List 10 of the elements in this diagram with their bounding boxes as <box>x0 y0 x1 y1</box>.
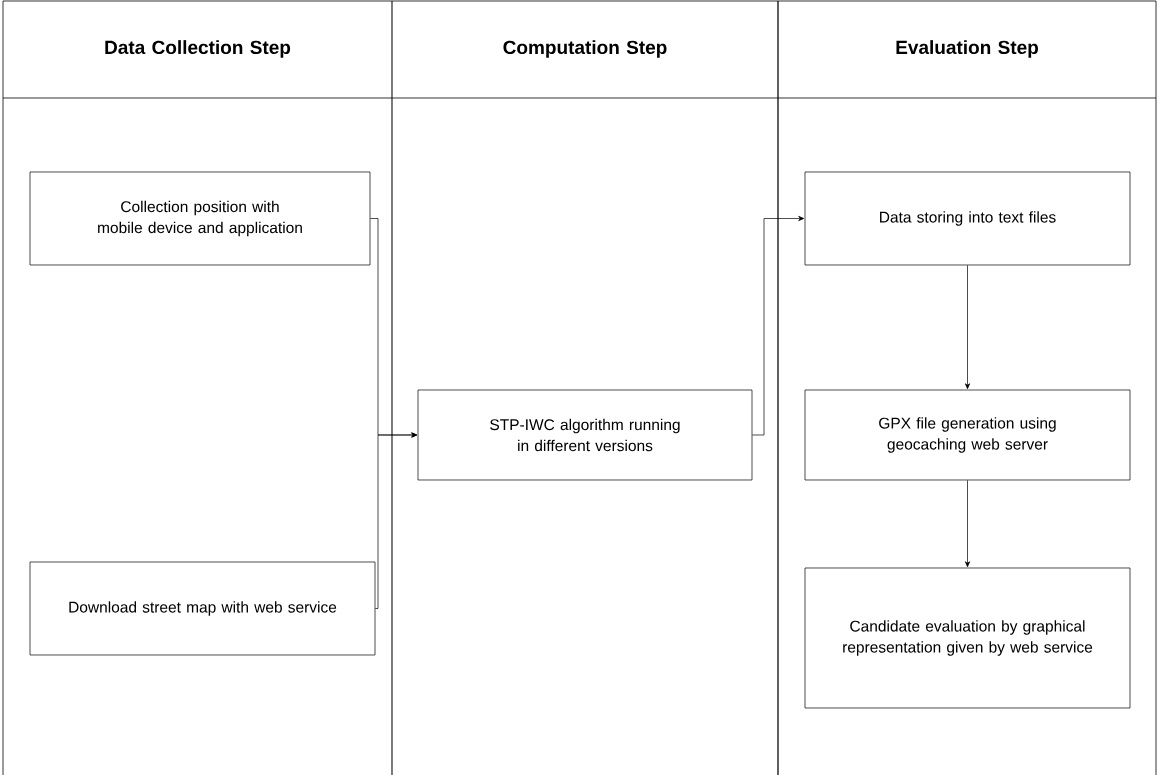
process-box: STP-IWC algorithm running in different versions <box>417 389 753 481</box>
process-box: Collection position with mobile device and application <box>29 171 371 266</box>
process-box: GPX file generation using geocaching web server <box>804 389 1131 481</box>
arrow <box>375 432 418 609</box>
process-box: Candidate evaluation by graphical representation given by web service <box>804 567 1131 709</box>
process-box: Data storing into text files <box>804 171 1131 266</box>
process-box: Download street map with web service <box>29 561 376 656</box>
arrow <box>964 480 971 568</box>
arrow <box>964 265 971 390</box>
arrow <box>752 215 805 436</box>
